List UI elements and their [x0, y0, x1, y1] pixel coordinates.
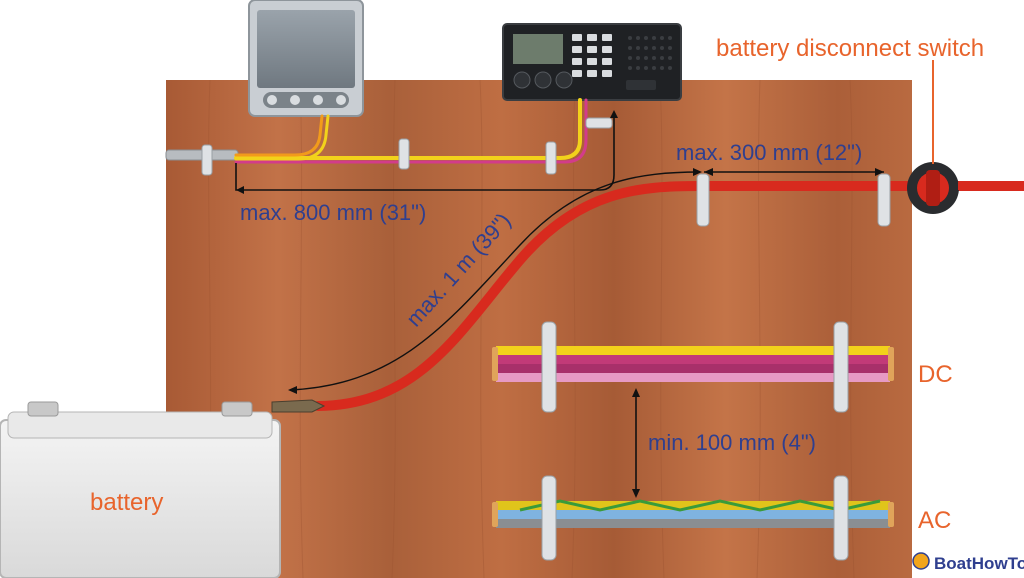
- dc-cable-bundle: [492, 321, 894, 413]
- dc-label: DC: [918, 361, 953, 388]
- max-1m-dimension-line: [289, 171, 701, 391]
- disconnect-switch-label: battery disconnect switch: [716, 35, 984, 62]
- min-100-label: min. 100 mm (4"): [648, 430, 816, 455]
- max-800-dimension-line: [235, 114, 615, 191]
- arrowhead-800-top: [610, 110, 618, 118]
- arrowhead-1m-right: [693, 168, 702, 176]
- arrowhead-1m-left: [288, 386, 297, 394]
- top-cable-clips: [201, 117, 613, 176]
- ac-cable-bundle: [492, 475, 894, 561]
- arrowhead-100-top: [632, 388, 640, 397]
- display-instrument: [248, 0, 364, 117]
- vhf-radio: [502, 23, 682, 101]
- arrowhead-100-bottom: [632, 489, 640, 498]
- disconnect-switch-icon: [907, 60, 1024, 214]
- main-positive-cable: [313, 181, 1024, 411]
- max-800-label: max. 800 mm (31"): [240, 200, 426, 225]
- main-cable-clips: [696, 173, 891, 227]
- battery-lug: [271, 399, 326, 413]
- arrowhead-800-left: [236, 186, 244, 194]
- arrowhead-300-left: [704, 168, 713, 176]
- battery: [0, 401, 281, 578]
- top-cable-bundle: [165, 98, 588, 164]
- arrowhead-300-right: [875, 168, 884, 176]
- battery-label: battery: [90, 489, 163, 516]
- wood-grain: [207, 79, 855, 578]
- boathowto-logo: BoatHowTo: [912, 552, 1024, 573]
- max-300-label: max. 300 mm (12"): [676, 140, 862, 165]
- logo-text: BoatHowTo: [934, 554, 1024, 573]
- ac-label: AC: [918, 507, 951, 534]
